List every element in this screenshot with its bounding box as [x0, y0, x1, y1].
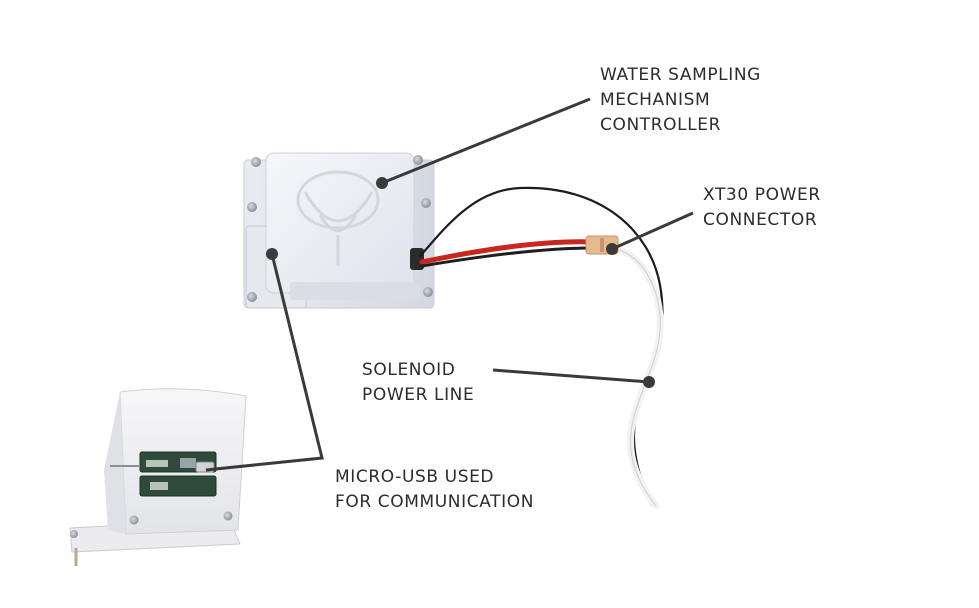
callout-line: CONTROLLER	[600, 115, 722, 135]
callout-line: SOLENOID	[362, 360, 456, 380]
leader-line-usb	[205, 253, 324, 472]
screw-icon	[423, 287, 433, 297]
callout-line: FOR COMMUNICATION	[335, 492, 535, 512]
leader-line-controller	[381, 97, 591, 185]
anchor-dot	[643, 376, 655, 388]
callout-line: MICRO-USB USED	[335, 467, 495, 487]
screw-icon	[223, 511, 233, 521]
leader-lines	[205, 97, 694, 472]
pcb-board	[139, 475, 217, 497]
black-wire-loop	[418, 186, 664, 507]
anchor-dot	[606, 243, 618, 255]
callout-line: MECHANISM	[600, 90, 711, 110]
screw-icon	[129, 515, 139, 525]
cables	[418, 186, 664, 510]
controller-enclosure	[243, 152, 435, 309]
screw-icon	[247, 292, 257, 302]
red-wire	[419, 239, 595, 265]
screw-icon	[421, 198, 431, 208]
screw-icon	[413, 155, 423, 165]
callout-usb: MICRO-USB USED FOR COMMUNICATION	[335, 465, 534, 515]
callout-line: CONNECTOR	[703, 210, 818, 230]
anchor-dot	[376, 177, 388, 189]
callout-line: XT30 POWER	[703, 185, 821, 205]
leader-line-xt30	[611, 211, 694, 251]
screw-icon	[251, 157, 261, 167]
callout-solenoid: SOLENOID POWER LINE	[362, 358, 474, 408]
embossed-logo	[296, 170, 380, 266]
callout-line: POWER LINE	[362, 385, 475, 405]
black-power-wire	[420, 246, 594, 268]
anchor-dot	[266, 248, 278, 260]
screw-icon	[247, 202, 257, 212]
callout-line: WATER SAMPLING	[600, 65, 761, 85]
usb-bracket-module	[69, 388, 247, 566]
callout-controller: WATER SAMPLING MECHANISM CONTROLLER	[600, 63, 761, 138]
screw-icon	[70, 530, 78, 538]
leader-line-solenoid	[492, 368, 650, 384]
callout-xt30: XT30 POWER CONNECTOR	[703, 183, 821, 233]
